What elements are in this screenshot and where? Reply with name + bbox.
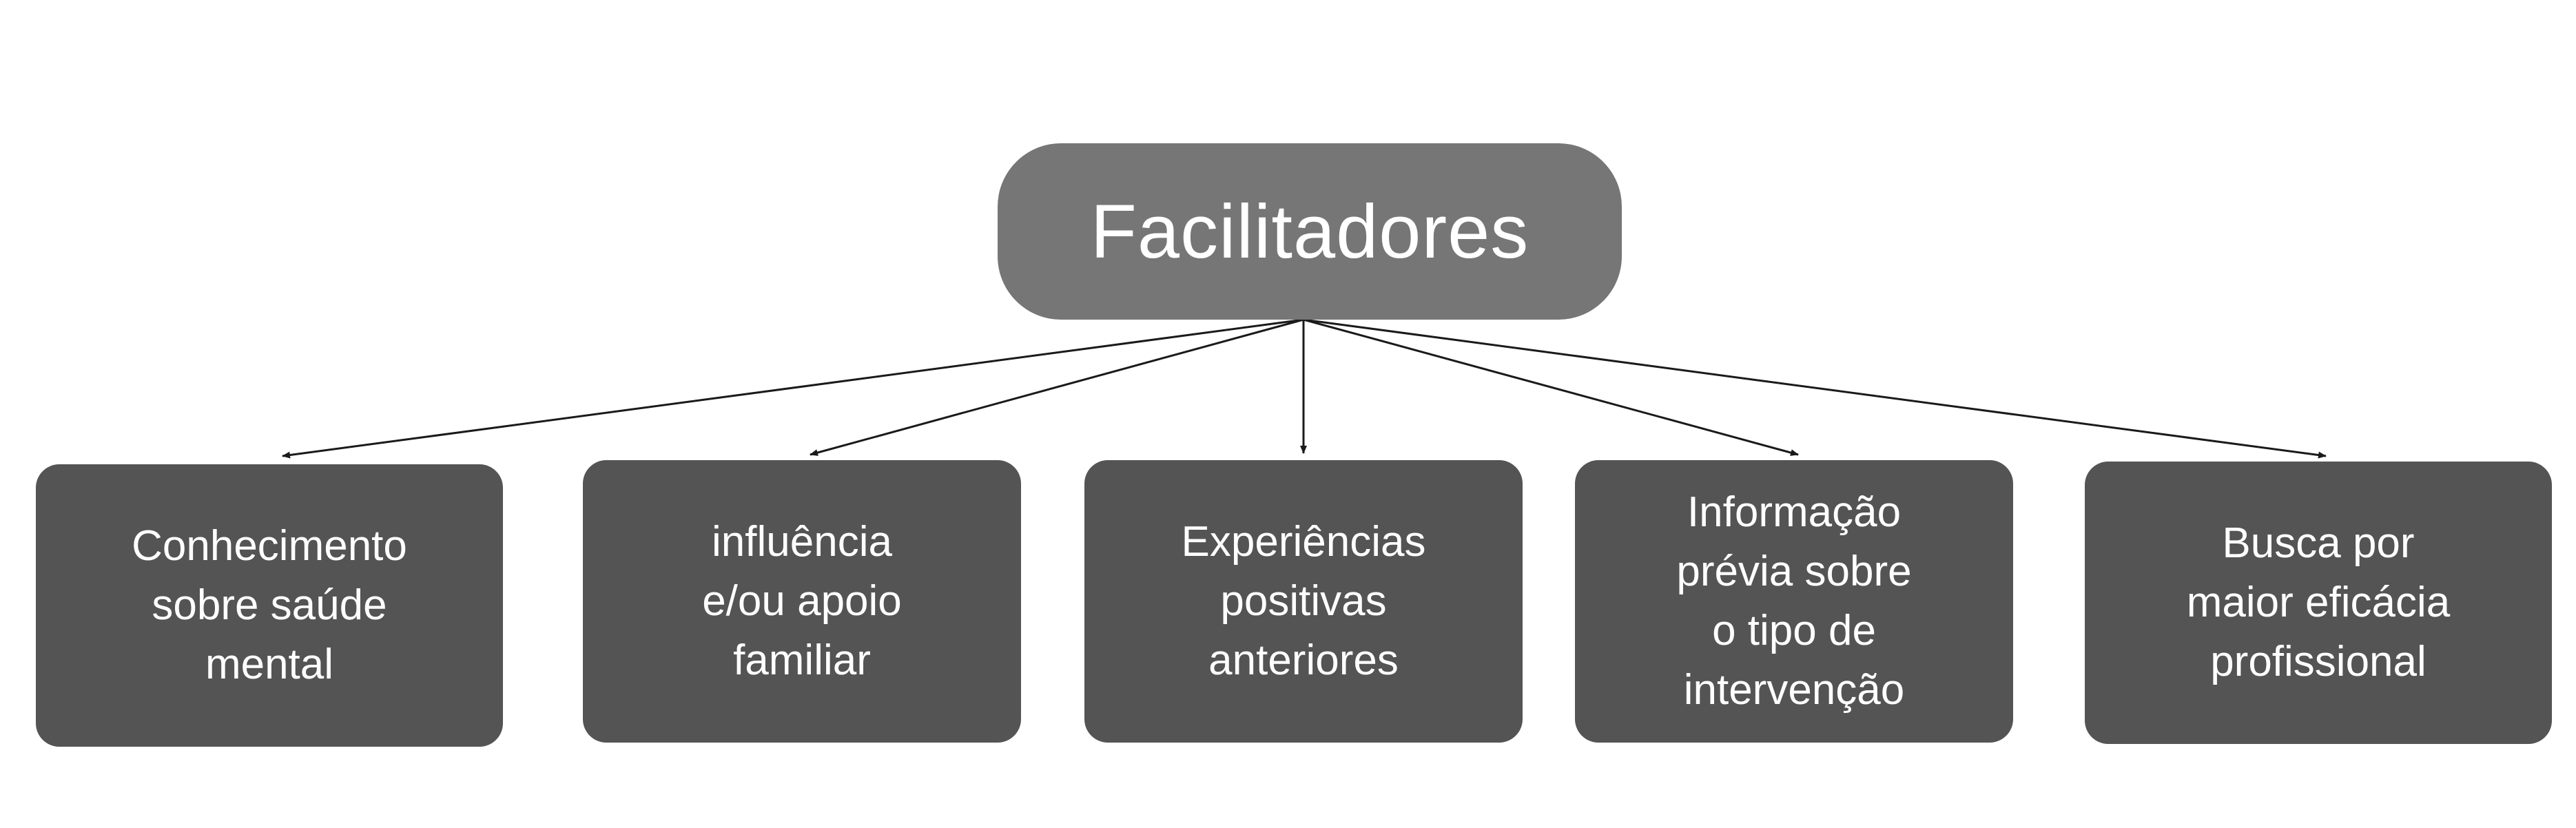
- child-node-informacao: Informação prévia sobre o tipo de interv…: [1575, 460, 2013, 743]
- root-node-facilitadores: Facilitadores: [998, 143, 1622, 320]
- root-node-label: Facilitadores: [1090, 189, 1529, 274]
- child-node-label: Experiências positivas anteriores: [1181, 518, 1426, 684]
- child-node-label: influência e/ou apoio familiar: [702, 518, 902, 684]
- child-node-busca: Busca por maior eficácia profissional: [2085, 462, 2552, 744]
- child-node-influencia: influência e/ou apoio familiar: [583, 460, 1021, 743]
- connector-arrow-1: [282, 318, 1304, 459]
- connector-arrow-4: [1303, 318, 1799, 456]
- child-node-label: Conhecimento sobre saúde mental: [132, 522, 407, 688]
- connector-arrow-2: [810, 318, 1304, 456]
- connector-arrow-5: [1303, 318, 2327, 459]
- child-node-conhecimento: Conhecimento sobre saúde mental: [36, 464, 503, 747]
- child-node-label: Busca por maior eficácia profissional: [2186, 519, 2451, 685]
- child-node-experiencias: Experiências positivas anteriores: [1084, 460, 1523, 743]
- child-node-label: Informação prévia sobre o tipo de interv…: [1676, 488, 1912, 714]
